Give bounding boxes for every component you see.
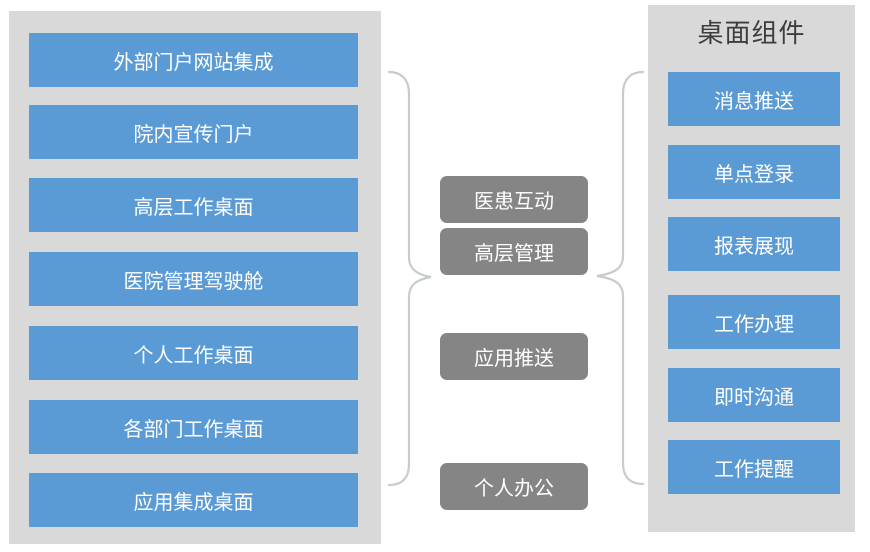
left-panel-item: 院内宣传门户: [29, 105, 358, 159]
right-panel-item: 工作提醒: [668, 440, 840, 494]
right-panel-item: 即时沟通: [668, 368, 840, 422]
middle-connector-item: 应用推送: [440, 333, 588, 380]
left-panel-item: 各部门工作桌面: [29, 400, 358, 454]
right-panel-title: 桌面组件: [697, 18, 806, 48]
left-brace: [387, 70, 432, 487]
right-panel-item: 单点登录: [668, 145, 840, 199]
left-panel-item: 应用集成桌面: [29, 473, 358, 527]
middle-connector-item: 高层管理: [440, 228, 588, 275]
right-panel-item: 工作办理: [668, 295, 840, 349]
left-panel-item: 个人工作桌面: [29, 326, 358, 380]
right-panel-item: 消息推送: [668, 72, 840, 126]
left-panel-item: 医院管理驾驶舱: [29, 252, 358, 306]
middle-connector-item: 个人办公: [440, 463, 588, 510]
middle-connector-item: 医患互动: [440, 176, 588, 223]
right-brace: [596, 70, 645, 486]
left-panel-item: 外部门户网站集成: [29, 33, 358, 87]
left-panel-item: 高层工作桌面: [29, 178, 358, 232]
right-panel-item: 报表展现: [668, 217, 840, 271]
